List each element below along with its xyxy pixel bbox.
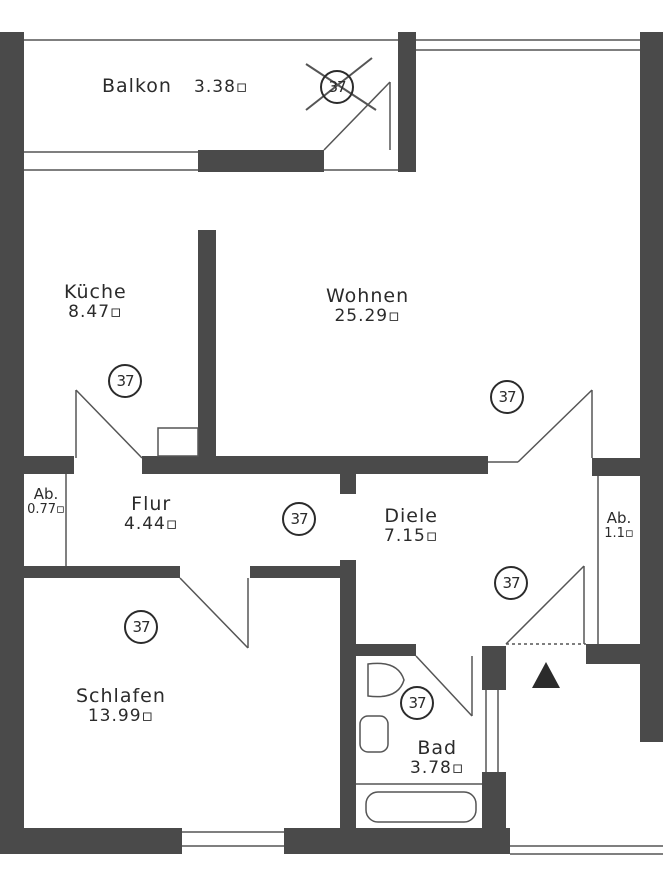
room-label-balkon: Balkon 3.38▫ xyxy=(102,76,248,97)
room-name: Diele xyxy=(384,505,438,527)
room-name: Flur xyxy=(131,493,172,515)
walls xyxy=(0,32,663,854)
badge-balkon-crossed: 37 xyxy=(320,70,354,104)
room-name: Ab. xyxy=(33,485,59,503)
room-area: 0.77▫ xyxy=(27,501,65,517)
badge-kueche: 37 xyxy=(108,364,142,398)
room-name: Bad xyxy=(417,737,458,759)
room-label-schlafen: Schlafen 13.99▫ xyxy=(76,686,166,726)
thin-lines xyxy=(24,39,663,855)
room-area: 13.99▫ xyxy=(87,705,155,726)
room-label-bad: Bad 3.78▫ xyxy=(410,738,464,778)
room-label-kueche: Küche 8.47▫ xyxy=(64,282,127,322)
room-area: 4.44▫ xyxy=(124,513,179,534)
room-name: Ab. xyxy=(606,509,632,527)
badge-bad: 37 xyxy=(400,686,434,720)
badge-wohnen: 37 xyxy=(490,380,524,414)
room-label-ab-1: Ab. 0.77▫ xyxy=(24,486,68,517)
badge-flur: 37 xyxy=(282,502,316,536)
room-name: Balkon xyxy=(102,75,172,97)
badge-diele: 37 xyxy=(494,566,528,600)
room-name: Schlafen xyxy=(76,685,166,707)
room-area: 3.38▫ xyxy=(194,77,249,97)
room-area: 8.47▫ xyxy=(68,301,123,322)
room-name: Küche xyxy=(64,281,127,303)
badge-schlafen: 37 xyxy=(124,610,158,644)
room-area: 7.15▫ xyxy=(384,525,439,546)
room-name: Wohnen xyxy=(326,285,410,307)
entrance-arrow-icon xyxy=(532,662,560,688)
room-area: 1.1▫ xyxy=(604,525,634,541)
room-area: 25.29▫ xyxy=(334,305,401,326)
room-label-diele: Diele 7.15▫ xyxy=(384,506,438,546)
room-area: 3.78▫ xyxy=(410,757,465,778)
room-label-ab-2: Ab. 1.1▫ xyxy=(598,510,640,541)
room-label-wohnen: Wohnen 25.29▫ xyxy=(326,286,409,326)
room-label-flur: Flur 4.44▫ xyxy=(124,494,178,534)
